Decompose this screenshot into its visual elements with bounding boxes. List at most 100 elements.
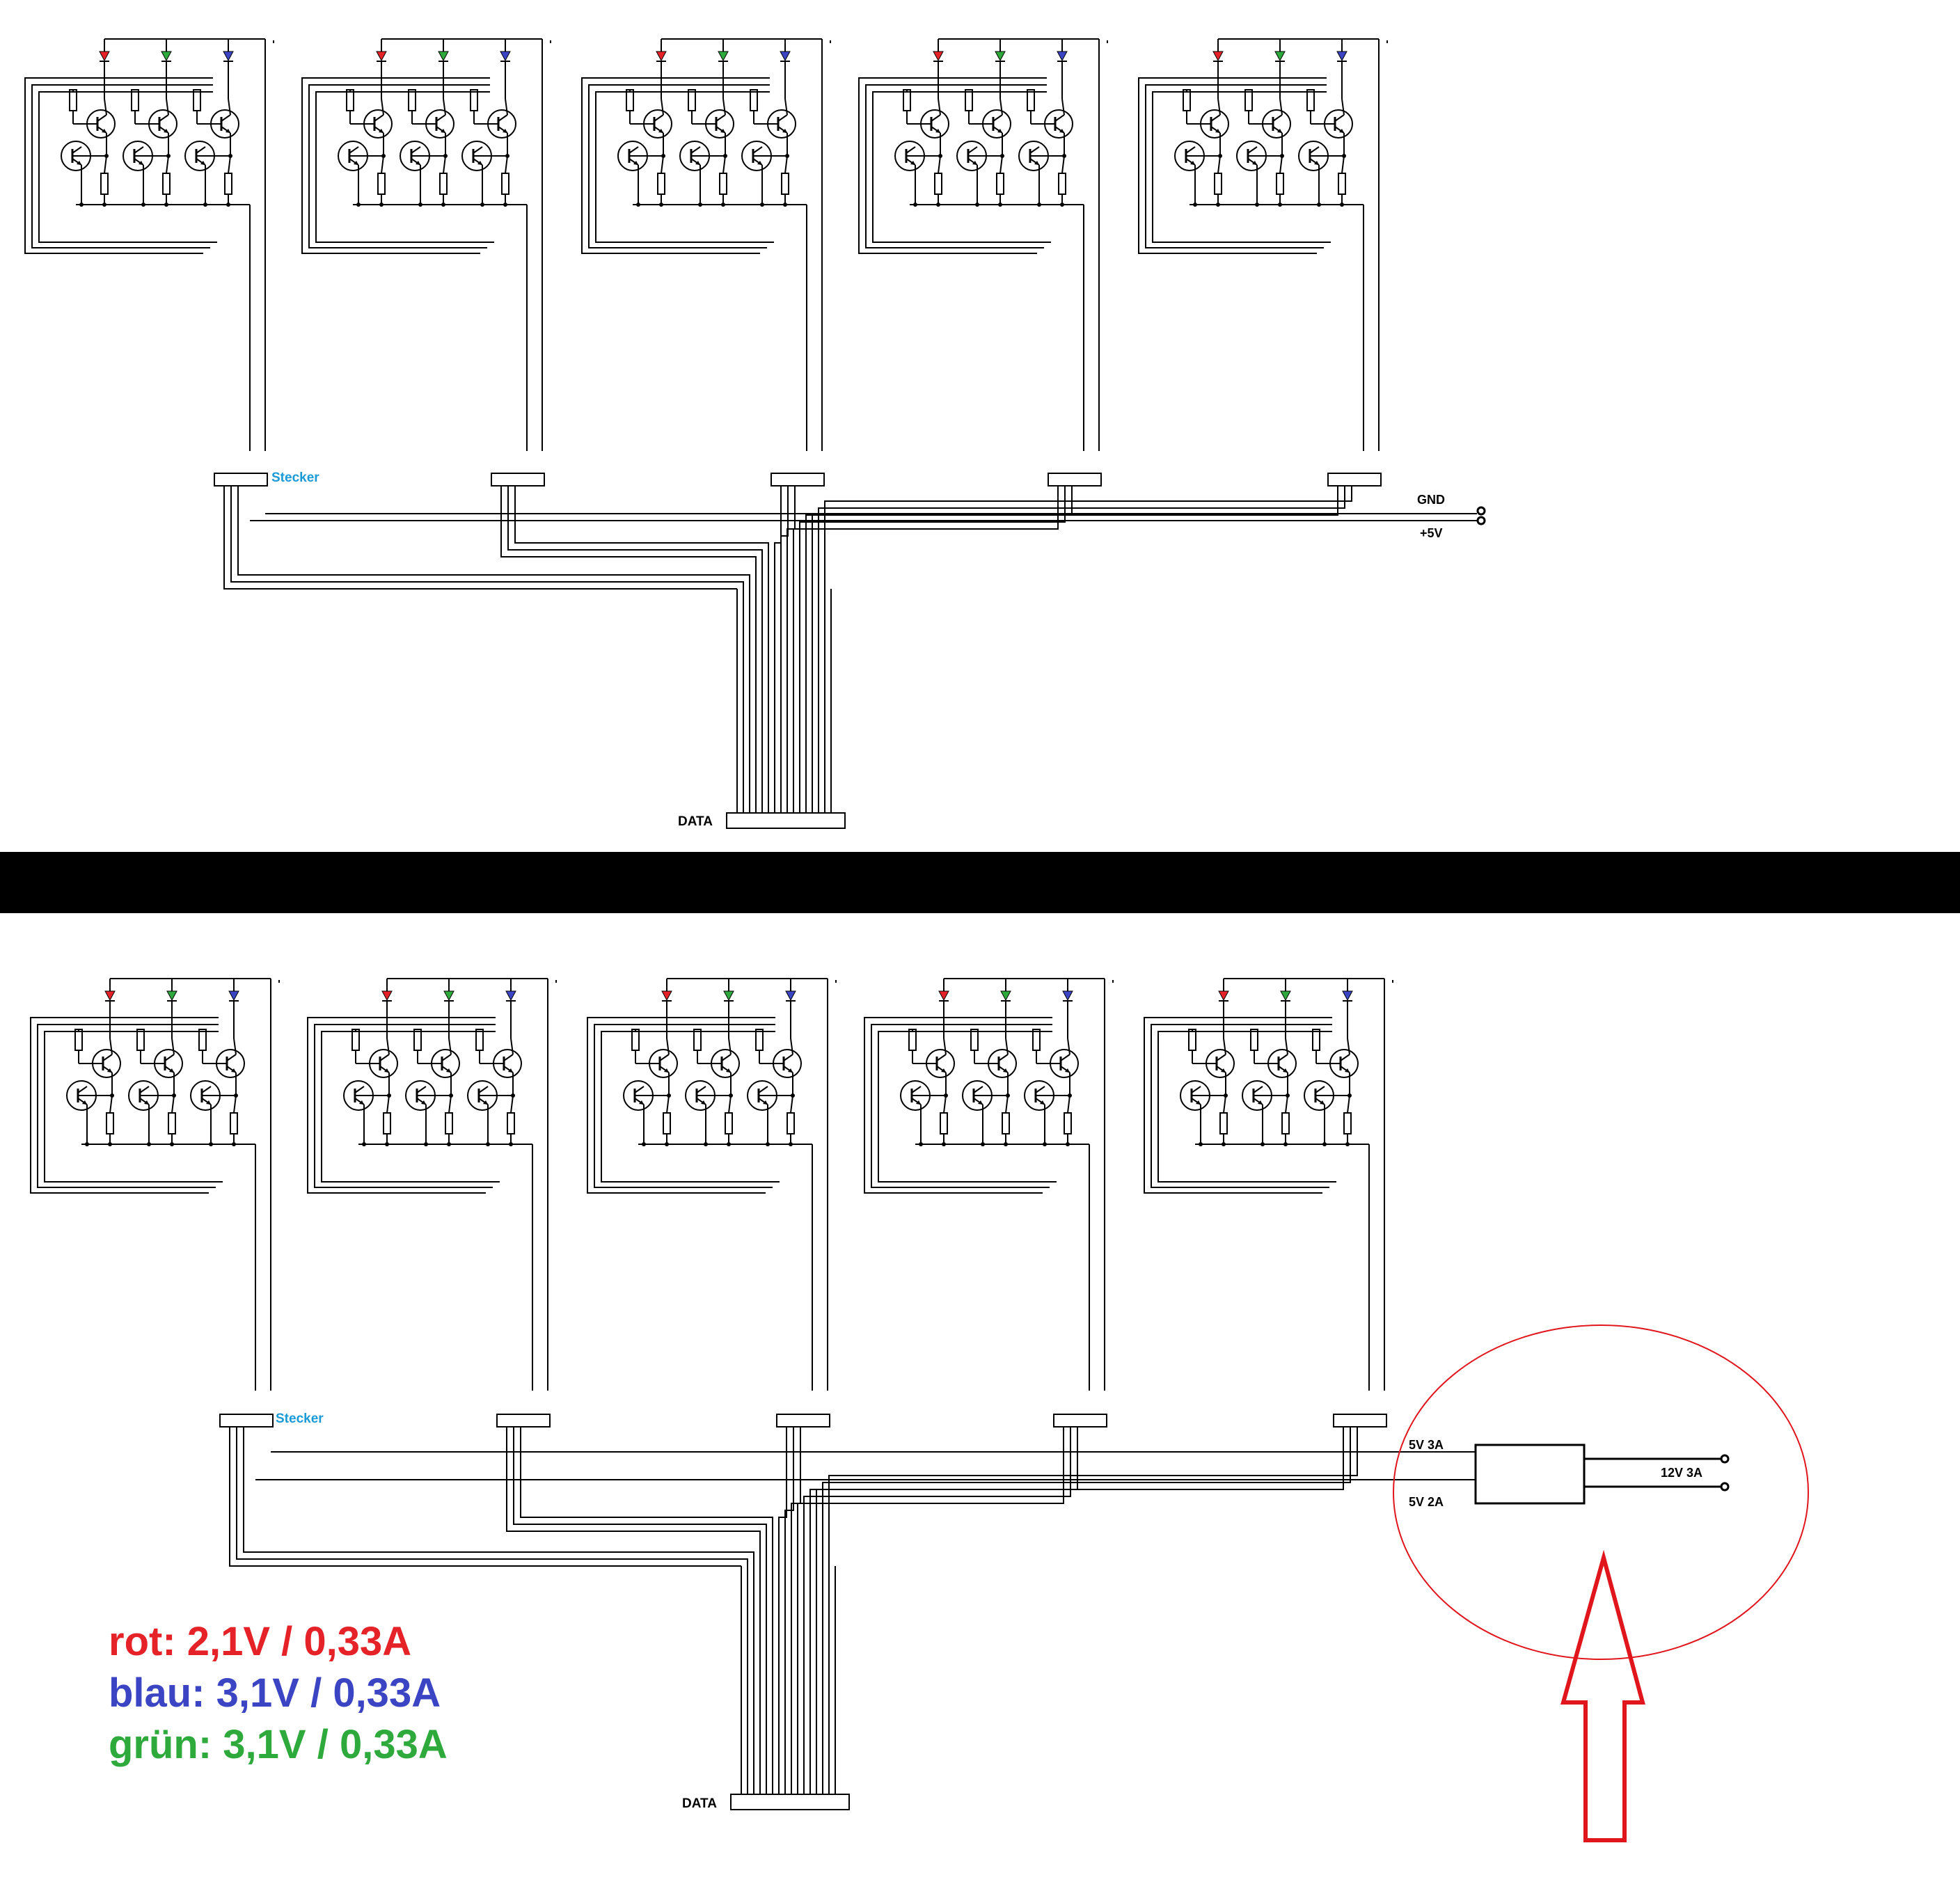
wire: [722, 98, 726, 116]
psu-output-3a-label: 5V 3A: [1409, 1438, 1444, 1452]
transistor-collector: [164, 1054, 175, 1061]
section-divider: [0, 852, 1960, 913]
wire: [790, 1038, 793, 1055]
led-module: [307, 978, 557, 1391]
wire: [381, 155, 384, 174]
transistor-arrow: [639, 1100, 644, 1105]
blue-led: [780, 51, 791, 62]
wire: [1223, 1095, 1226, 1114]
wire: [448, 1095, 452, 1114]
wire: [510, 1038, 514, 1055]
resistor: [693, 1029, 702, 1051]
data-label-bottom: DATA: [682, 1796, 717, 1811]
resistor: [657, 173, 665, 195]
transistor-arrow: [1215, 129, 1220, 133]
transistor-arrow: [1221, 1068, 1226, 1073]
signal-loop: [1152, 91, 1331, 243]
wire: [381, 98, 384, 116]
resistor: [69, 89, 77, 111]
transistor-arrow: [144, 1100, 149, 1105]
transistor-arrow: [1065, 1068, 1070, 1073]
wire: [233, 1095, 237, 1114]
bus-wire: [507, 486, 763, 589]
signal-loop: [301, 77, 490, 254]
resistor: [1188, 1029, 1196, 1051]
signal-loop: [858, 77, 1047, 254]
blue-led: [505, 990, 516, 1002]
green-led: [1000, 990, 1011, 1002]
bus-wire: [818, 486, 1345, 589]
psu-input-label: 12V 3A: [1661, 1466, 1702, 1480]
bus-wire: [816, 1427, 1344, 1566]
resistor: [626, 89, 634, 111]
wire: [790, 1095, 793, 1114]
resistor: [230, 1112, 238, 1134]
signal-loop: [1145, 84, 1327, 248]
data-plug: [726, 812, 846, 829]
wire: [228, 155, 231, 174]
data-plug: [730, 1794, 850, 1810]
transistor-collector: [1334, 114, 1345, 122]
transistor-collector: [931, 114, 941, 122]
transistor-arrow: [483, 1100, 488, 1105]
bus-wire: [803, 1427, 1071, 1566]
transistor-arrow: [1059, 129, 1064, 133]
blue-led: [223, 51, 234, 62]
wire: [1067, 1095, 1070, 1114]
wire: [938, 155, 941, 174]
transistor-collector: [716, 114, 726, 122]
blue-led: [1057, 51, 1068, 62]
resistor: [631, 1029, 640, 1051]
wiring-bus-top: [214, 473, 1477, 829]
resistor: [470, 89, 478, 111]
signal-loop: [588, 84, 770, 248]
transistor-arrow: [200, 161, 205, 165]
wire: [666, 1095, 670, 1114]
transistor-collector: [441, 1054, 452, 1061]
transistor-arrow: [1320, 1100, 1325, 1105]
transistor-collector: [349, 146, 359, 154]
signal-loop: [878, 1031, 1057, 1183]
transistor-collector: [973, 1086, 983, 1093]
transistor-collector: [1191, 1086, 1201, 1093]
gnd-terminal: [1476, 506, 1486, 516]
bus-wire: [229, 1427, 741, 1567]
v5-terminal: [1476, 516, 1486, 525]
wire: [1005, 1038, 1009, 1055]
bus-wire: [799, 486, 1066, 589]
transistor-arrow: [972, 161, 977, 165]
annotation-arrow: [1560, 1549, 1645, 1842]
wiring-bus-bottom: [219, 1414, 1476, 1810]
wire: [943, 1038, 947, 1055]
resistor: [445, 1112, 453, 1134]
transistor-collector: [1029, 146, 1040, 154]
transistor-collector: [1278, 1054, 1288, 1061]
resistor: [1027, 89, 1035, 111]
resistor: [131, 89, 139, 111]
plug-connector: [1333, 1414, 1387, 1428]
transistor-arrow: [978, 1100, 983, 1105]
wire: [443, 155, 446, 174]
transistor-arrow: [1252, 161, 1257, 165]
gnd-label: GND: [1417, 493, 1445, 507]
resistor: [970, 1029, 979, 1051]
plug-connector: [776, 1414, 830, 1428]
resistor: [934, 173, 942, 195]
signal-loop: [308, 84, 490, 248]
led-module: [587, 978, 837, 1391]
transistor-collector: [777, 114, 788, 122]
signal-loop: [37, 1024, 219, 1188]
resistor: [193, 89, 201, 111]
transistor-collector: [998, 1054, 1009, 1061]
transistor-arrow: [997, 129, 1002, 133]
wire: [666, 1038, 670, 1055]
bus-wire: [791, 1427, 801, 1566]
transistor-collector: [354, 1086, 365, 1093]
signal-loop: [314, 1024, 496, 1188]
resistor: [1244, 89, 1253, 111]
transistor-arrow: [206, 1100, 211, 1105]
transistor-arrow: [416, 161, 420, 165]
resistor: [1276, 173, 1284, 195]
resistor: [965, 89, 973, 111]
resistor: [996, 173, 1004, 195]
